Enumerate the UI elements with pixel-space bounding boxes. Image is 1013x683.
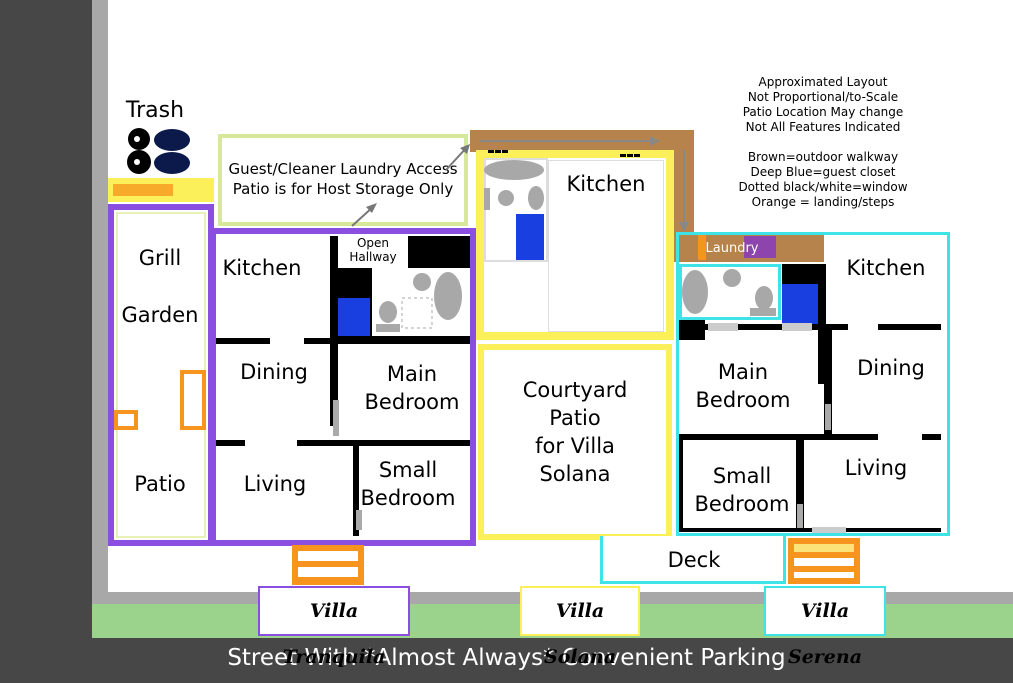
label-line: Bedroom [360,486,456,510]
trash-step [113,184,173,196]
doorway [245,439,297,447]
tranquila-dining-label: Dining [240,360,308,384]
villa-solana-sign: Villa Solana [520,586,640,668]
grill-label: Grill [138,246,182,270]
doorway [848,323,878,331]
wall [330,236,338,426]
laundry-step [698,234,706,260]
legend-line: Not Proportional/to-Scale [747,90,899,104]
hallway-label-line: Hallway [349,250,397,264]
wall [796,440,804,532]
label-line: Bedroom [694,492,790,516]
bathroom-fixtures-icon [682,269,776,316]
legend-line: Deep Blue=guest closet [750,165,896,179]
walkway-arrow-icon [480,136,689,232]
label-line: Patio [549,406,601,430]
trash-label: Trash [125,98,185,123]
label-line: Bedroom [695,388,791,412]
label-line: Bedroom [364,390,460,414]
step [794,558,854,566]
villa-serena-sign: Villa Serena [764,586,886,668]
courtyard-label: Courtyard Patio for Villa Solana [490,376,660,488]
laundry-label: Laundry [705,241,759,256]
label-line: Courtyard [522,378,628,402]
bathroom-fixtures-icon [484,160,544,260]
wall [216,440,470,446]
legend-line: Orange = landing/steps [751,195,895,209]
wall [679,528,941,532]
step [298,551,358,561]
solana-kitchen-label: Kitchen [566,172,646,196]
bathroom-fixtures-icon [376,272,462,332]
legend-spacer [728,135,918,150]
wall [824,330,832,434]
tranquila-side-steps [180,370,206,430]
legend-notes: Approximated Layout Not Proportional/to-… [728,75,918,210]
door [825,404,831,430]
tranquila-closet [338,298,370,336]
wall [336,338,470,344]
doorway [708,323,738,331]
doorway [812,527,846,533]
legend-line: Patio Location May change [742,105,904,119]
arrows-icon [351,144,470,227]
tranquila-main-bedroom-label: Main Bedroom [350,360,474,416]
legend-line: Approximated Layout [758,75,888,89]
laundry-access-line: Guest/Cleaner Laundry Access [228,160,458,178]
label-line: for Villa [535,434,615,458]
door [797,504,803,528]
serena-living-label: Living [844,456,908,480]
serena-deck [600,536,786,584]
door [356,510,362,530]
label-line: Solana [539,462,611,486]
tranquila-small-bedroom-label: Small Bedroom [356,456,460,512]
villa-solana-house [476,150,674,340]
deck-label: Deck [667,548,721,572]
laundry-closet [744,236,776,258]
serena-closet [782,284,818,324]
serena-small-bedroom-label: Small Bedroom [688,462,796,518]
laundry-access-area [218,134,468,226]
tranquila-kitchen-label: Kitchen [222,256,302,280]
label-line: Small [378,458,438,482]
doorway [878,433,922,441]
label-line: Main [386,362,438,386]
step [794,572,854,578]
street-label: Street With *Almost Always* Convenient P… [227,645,786,671]
legend-line: Dotted black/white=window [738,180,908,194]
trash-bins-icon [127,128,190,174]
label-line: Small [712,464,772,488]
wall [679,320,705,340]
solana-courtyard [478,344,672,540]
doorway [782,323,812,331]
door [333,400,339,436]
tranquila-side-landing [114,410,138,430]
laundry-access-line: Patio is for Host Storage Only [232,180,454,198]
garden-label: Garden [121,303,199,327]
legend-line: Not All Features Indicated [745,120,901,134]
legend-line: Brown=outdoor walkway [747,150,899,164]
patio-label: Patio [134,472,186,496]
tranquila-living-label: Living [243,472,307,496]
wall [679,434,941,440]
wall [353,446,359,536]
hallway-label: Open Hallway [338,236,408,264]
wall [782,264,822,284]
serena-dining-label: Dining [857,356,925,380]
step [794,544,854,552]
serena-main-bedroom-label: Main Bedroom [688,358,798,414]
villa-tranquila-sign: Villa Tranquila [258,586,410,668]
solana-kitchen [548,160,664,332]
hallway-area [338,236,408,268]
left-boundary [92,0,108,606]
window [620,154,640,160]
window [488,150,508,156]
serena-kitchen-label: Kitchen [846,256,926,280]
step [298,567,358,577]
doorway [270,337,304,345]
wall [679,440,683,532]
hallway-label-line: Open [356,236,390,250]
label-line: Main [717,360,769,384]
villa-serena-house [676,232,950,536]
